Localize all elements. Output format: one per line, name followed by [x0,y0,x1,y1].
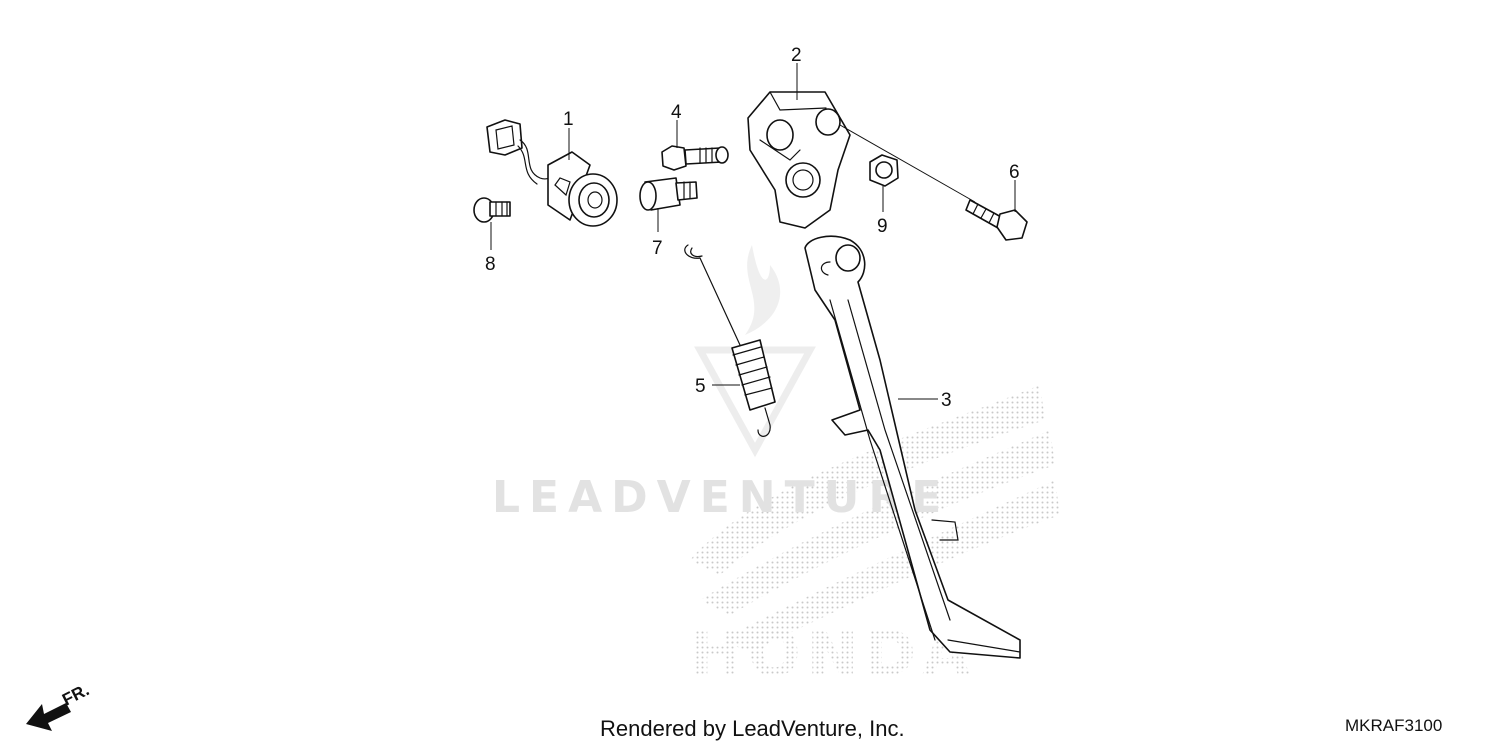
stand-bracket-part-2 [747,91,851,229]
callout-4: 4 [671,102,682,123]
callout-6: 6 [1009,162,1020,183]
spring-part-5 [684,244,776,437]
callout-1: 1 [563,109,574,130]
front-direction-indicator: FR. [26,680,92,731]
side-stand-switch [486,119,618,227]
callout-2: 2 [791,45,802,66]
pivot-bolt-part-6 [839,124,1028,241]
collar-bolt-part-7 [639,177,698,211]
honda-watermark: HONDA [690,617,976,690]
callout-3: 3 [941,390,952,411]
callout-8: 8 [485,254,496,275]
front-arrow-icon [26,703,71,731]
leadventure-watermark: LEADVENTURE [492,472,950,523]
diagram-code: MKRAF3100 [1345,716,1443,735]
stud-bolt-part-4 [661,145,729,171]
side-stand-part-3 [804,235,1021,659]
leader-lines [490,63,1016,400]
callout-labels: 1 2 3 4 5 6 7 8 9 [485,45,1020,411]
callout-7: 7 [652,238,663,259]
nut-part-9 [869,154,899,187]
callout-9: 9 [877,216,888,237]
rendered-by-credit: Rendered by LeadVenture, Inc. [600,716,905,741]
callout-5: 5 [695,376,706,397]
honda-wing-watermark [690,385,1060,652]
bolt-part-8 [473,197,511,223]
